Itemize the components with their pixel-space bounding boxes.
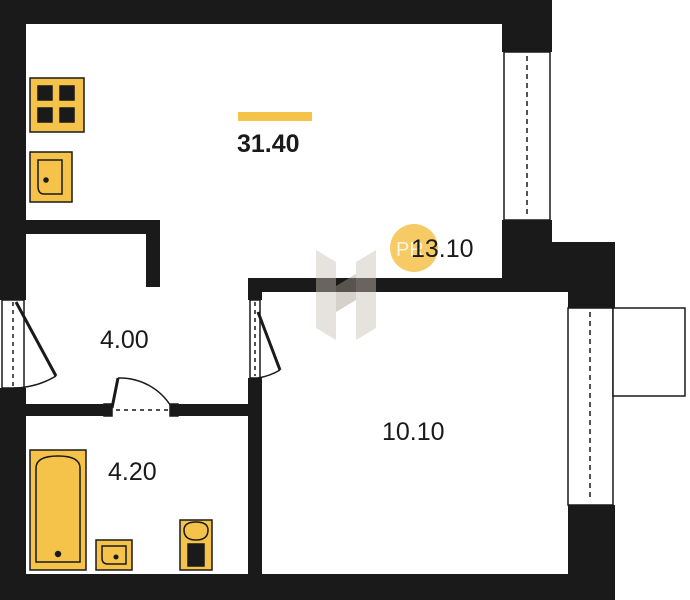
- wall-kitchen-partition-v: [146, 220, 160, 287]
- badge: PR: [390, 224, 438, 272]
- room-area-room: 10.10: [382, 418, 445, 446]
- toilet-icon: [179, 519, 213, 571]
- wall-right-room-top: [568, 242, 615, 308]
- windows: [503, 51, 686, 506]
- wall-left-upper: [0, 0, 26, 300]
- walls: [0, 0, 615, 600]
- badge-text: PR: [396, 239, 424, 261]
- wall-right-living-top: [502, 0, 552, 52]
- door-room-frame: [249, 299, 261, 379]
- door-entrance-leaf: [14, 301, 58, 377]
- wall-right-living-lower: [502, 220, 552, 288]
- room-area-bath: 4.20: [108, 458, 157, 486]
- wall-partition-vertical-lower: [248, 378, 262, 600]
- bathtub-icon: [29, 449, 87, 571]
- wall-right-room-bottom: [568, 505, 615, 600]
- wall-bath-top-left: [26, 404, 108, 416]
- total-area-accent-bar: [238, 112, 312, 121]
- room-area-hall: 4.00: [100, 326, 149, 354]
- balcony-outline: [612, 307, 686, 397]
- wall-top: [0, 0, 552, 24]
- wall-partition-horizontal: [248, 278, 568, 292]
- door-room-leaf: [256, 311, 282, 371]
- wall-kitchen-partition-h: [26, 220, 160, 234]
- wall-partition-vertical-upper: [248, 278, 262, 300]
- doors: [1, 299, 282, 417]
- total-area-label: 31.40: [237, 130, 300, 158]
- room-area-living: 13.10: [411, 235, 474, 263]
- fixtures: [29, 77, 213, 571]
- wall-bath-top-right: [172, 404, 262, 416]
- bath-sink-icon: [95, 539, 133, 571]
- door-bath-leaf: [110, 377, 120, 409]
- wall-bottom: [0, 574, 615, 600]
- watermark-logo: [316, 250, 376, 340]
- wall-left-lower: [0, 388, 26, 600]
